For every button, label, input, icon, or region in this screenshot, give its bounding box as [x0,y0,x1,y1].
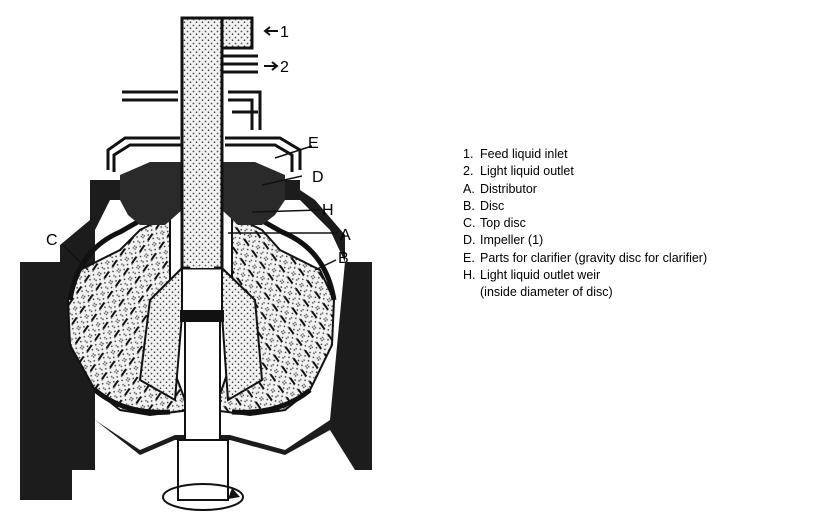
callout-E: E [308,135,319,152]
legend: 1.Feed liquid inlet 2.Light liquid outle… [463,146,707,302]
legend-item: 1.Feed liquid inlet [463,147,568,161]
callout-D: D [312,169,324,186]
leader-B [314,259,337,271]
legend-item-continuation: (inside diameter of disc) [480,285,613,300]
callout-H: H [322,202,334,219]
leader-C [61,243,89,271]
arrow-out-2 [264,61,279,71]
legend-item: C.Top disc [463,216,526,231]
leader-H [251,209,321,213]
outlet-channel [220,16,254,50]
arrow-in-1 [263,26,278,36]
callout-2: 2 [280,59,289,76]
legend-item: D.Impeller (1) [463,233,544,248]
callout-A: A [340,227,351,244]
legend-item: A.Distributor [463,181,537,196]
callout-B: B [338,250,349,267]
bowl-shell-left [67,212,152,301]
leader-E [274,145,313,159]
leader-D [261,175,303,186]
callout-1: 1 [280,24,289,41]
distributor [138,265,183,402]
rotation-arrow [162,483,244,511]
legend-item: H.Light liquid outlet weir [463,268,601,283]
bowl-top-cover [120,162,182,225]
callout-C: C [46,232,58,249]
spindle [184,319,221,451]
legend-item: E.Parts for clarifier (gravity disc for … [463,250,708,265]
legend-item: 2.Light liquid outlet [463,164,574,179]
legend-item: B.Disc [463,198,505,213]
